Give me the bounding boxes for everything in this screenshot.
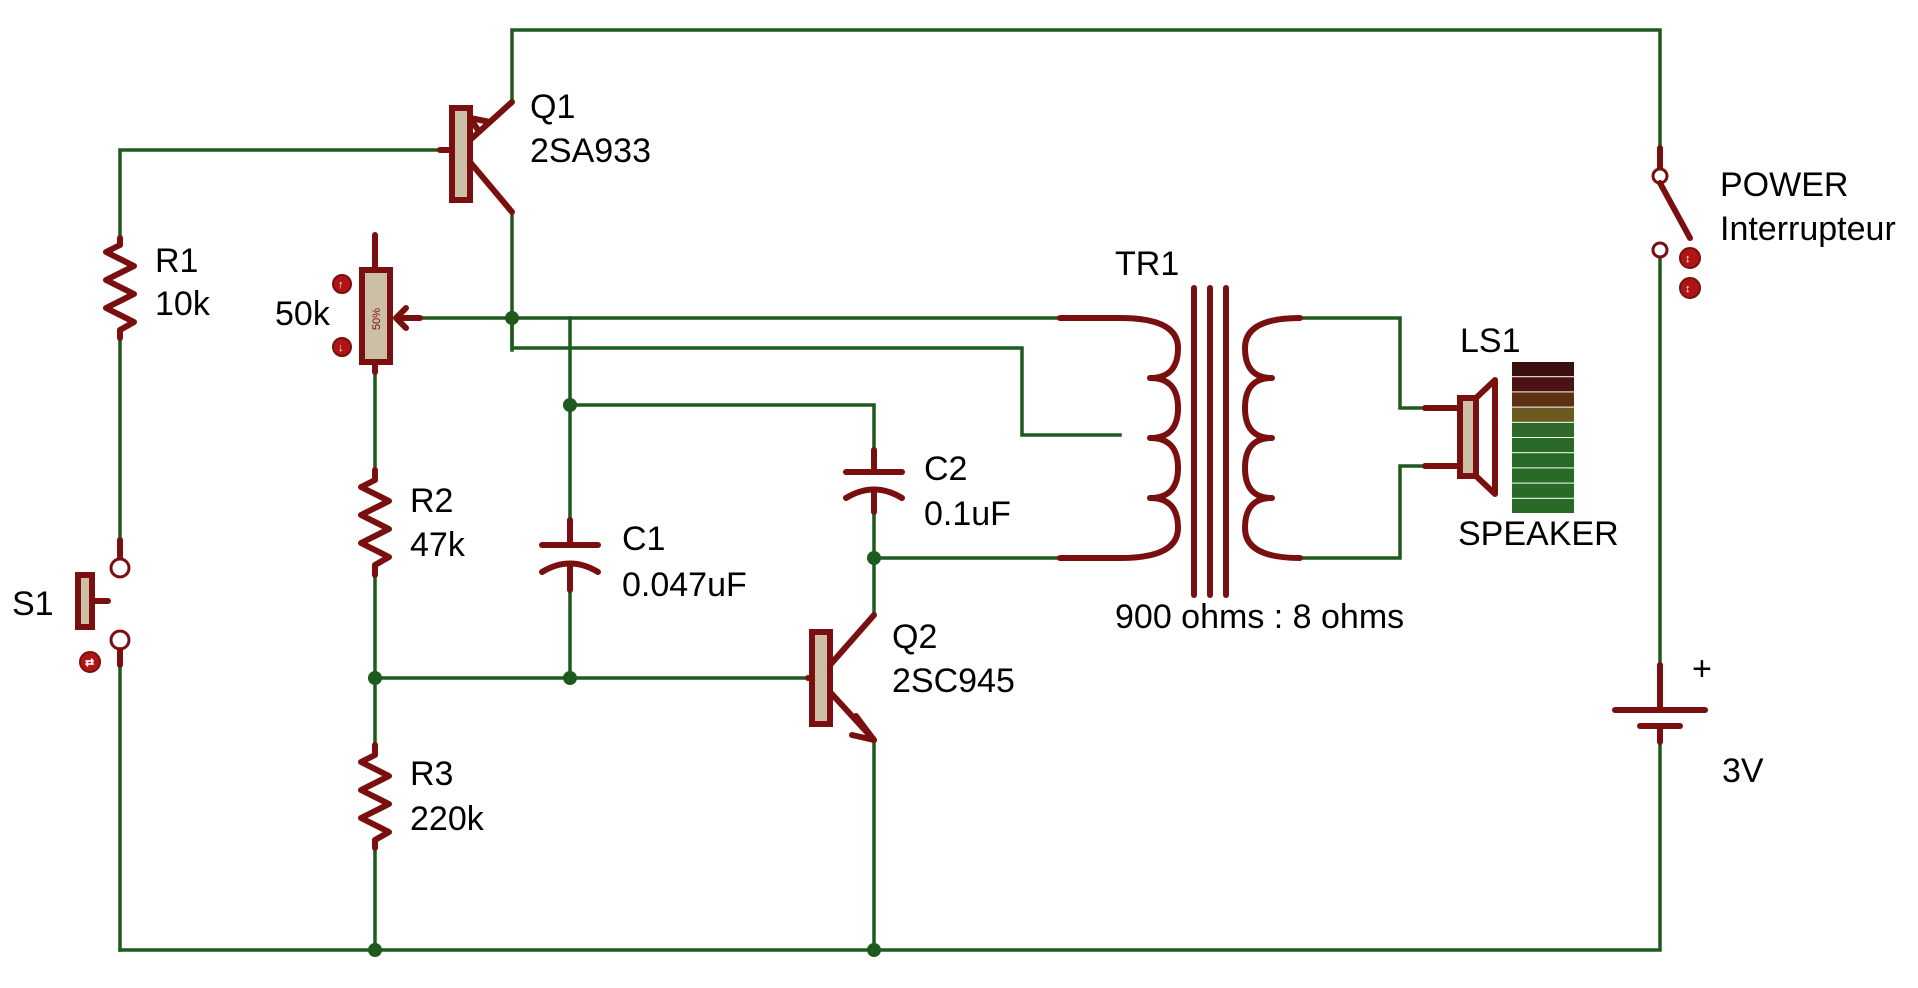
q1-value: 2SA933: [530, 132, 651, 170]
q2-value: 2SC945: [892, 662, 1015, 700]
pushbutton-s1: S1 ⇄: [12, 537, 131, 673]
ls1-value: SPEAKER: [1458, 515, 1619, 553]
capacitor-c1: C1 0.047uF: [539, 517, 747, 604]
speaker-level-bar: [1512, 498, 1574, 513]
speaker-ls1: LS1 SPEAKER: [1422, 322, 1619, 553]
q2-ref: Q2: [892, 618, 937, 656]
c2-ref: C2: [924, 450, 967, 488]
r3-value: 220k: [410, 800, 485, 838]
speaker-level-bar: [1512, 392, 1574, 407]
svg-text:⇄: ⇄: [85, 657, 94, 669]
resistor-r1: R1 10k: [103, 235, 211, 341]
capacitor-c2: C2 0.1uF: [843, 447, 1011, 533]
transistor-q1: Q1 2SA933: [437, 88, 651, 215]
arrow-badge-icon[interactable]: ↕: [1679, 277, 1701, 299]
svg-text:↑: ↑: [338, 279, 344, 291]
svg-text:↓: ↓: [338, 342, 344, 354]
speaker-level-bar: [1512, 453, 1574, 468]
tr1-ref: TR1: [1115, 245, 1179, 283]
battery-value: 3V: [1722, 752, 1764, 790]
junction-dots: [368, 311, 881, 957]
battery-plus: +: [1692, 650, 1712, 688]
arrow-badge-icon[interactable]: ⇄: [79, 651, 101, 673]
speaker-level-bar: [1512, 407, 1574, 422]
r1-ref: R1: [155, 242, 198, 280]
speaker-level-bar: [1512, 422, 1574, 437]
pot-value: 50k: [275, 295, 331, 333]
ls1-ref: LS1: [1460, 322, 1521, 360]
svg-text:↕: ↕: [1685, 283, 1691, 295]
r2-value: 47k: [410, 526, 466, 564]
battery-3v: + 3V: [1612, 650, 1764, 790]
speaker-level-bar: [1512, 483, 1574, 498]
speaker-level-bar: [1512, 377, 1574, 392]
c2-value: 0.1uF: [924, 495, 1011, 533]
resistor-r2: R2 47k: [358, 467, 466, 578]
power-value: Interrupteur: [1720, 210, 1896, 248]
potentiometer-50k: 50% 50k ↑ ↓: [275, 232, 423, 375]
speaker-level-bar: [1512, 438, 1574, 453]
transistor-q2: Q2 2SC945: [805, 612, 1015, 743]
arrow-badge-icon[interactable]: ↑: [332, 274, 352, 294]
power-ref: POWER: [1720, 166, 1848, 204]
power-switch: POWER Interrupteur ↕ ↕: [1651, 145, 1896, 299]
arrow-badge-icon[interactable]: ↓: [332, 337, 352, 357]
wires: [118, 28, 1662, 952]
c1-value: 0.047uF: [622, 566, 747, 604]
pot-wiper-label: 50%: [371, 308, 383, 330]
q1-ref: Q1: [530, 88, 575, 126]
tr1-ratio: 900 ohms : 8 ohms: [1115, 598, 1404, 636]
r1-value: 10k: [155, 285, 211, 323]
r3-ref: R3: [410, 755, 453, 793]
c1-ref: C1: [622, 520, 665, 558]
resistor-r3: R3 220k: [358, 742, 485, 851]
transformer-tr1: TR1 900 ohms : 8 ohms: [1057, 245, 1404, 636]
svg-text:↕: ↕: [1685, 253, 1691, 265]
speaker-level-bar: [1512, 468, 1574, 483]
speaker-level-indicator: [1512, 362, 1574, 513]
r2-ref: R2: [410, 482, 453, 520]
speaker-level-bar: [1512, 362, 1574, 377]
arrow-badge-icon[interactable]: ↕: [1679, 247, 1701, 269]
s1-ref: S1: [12, 585, 54, 623]
